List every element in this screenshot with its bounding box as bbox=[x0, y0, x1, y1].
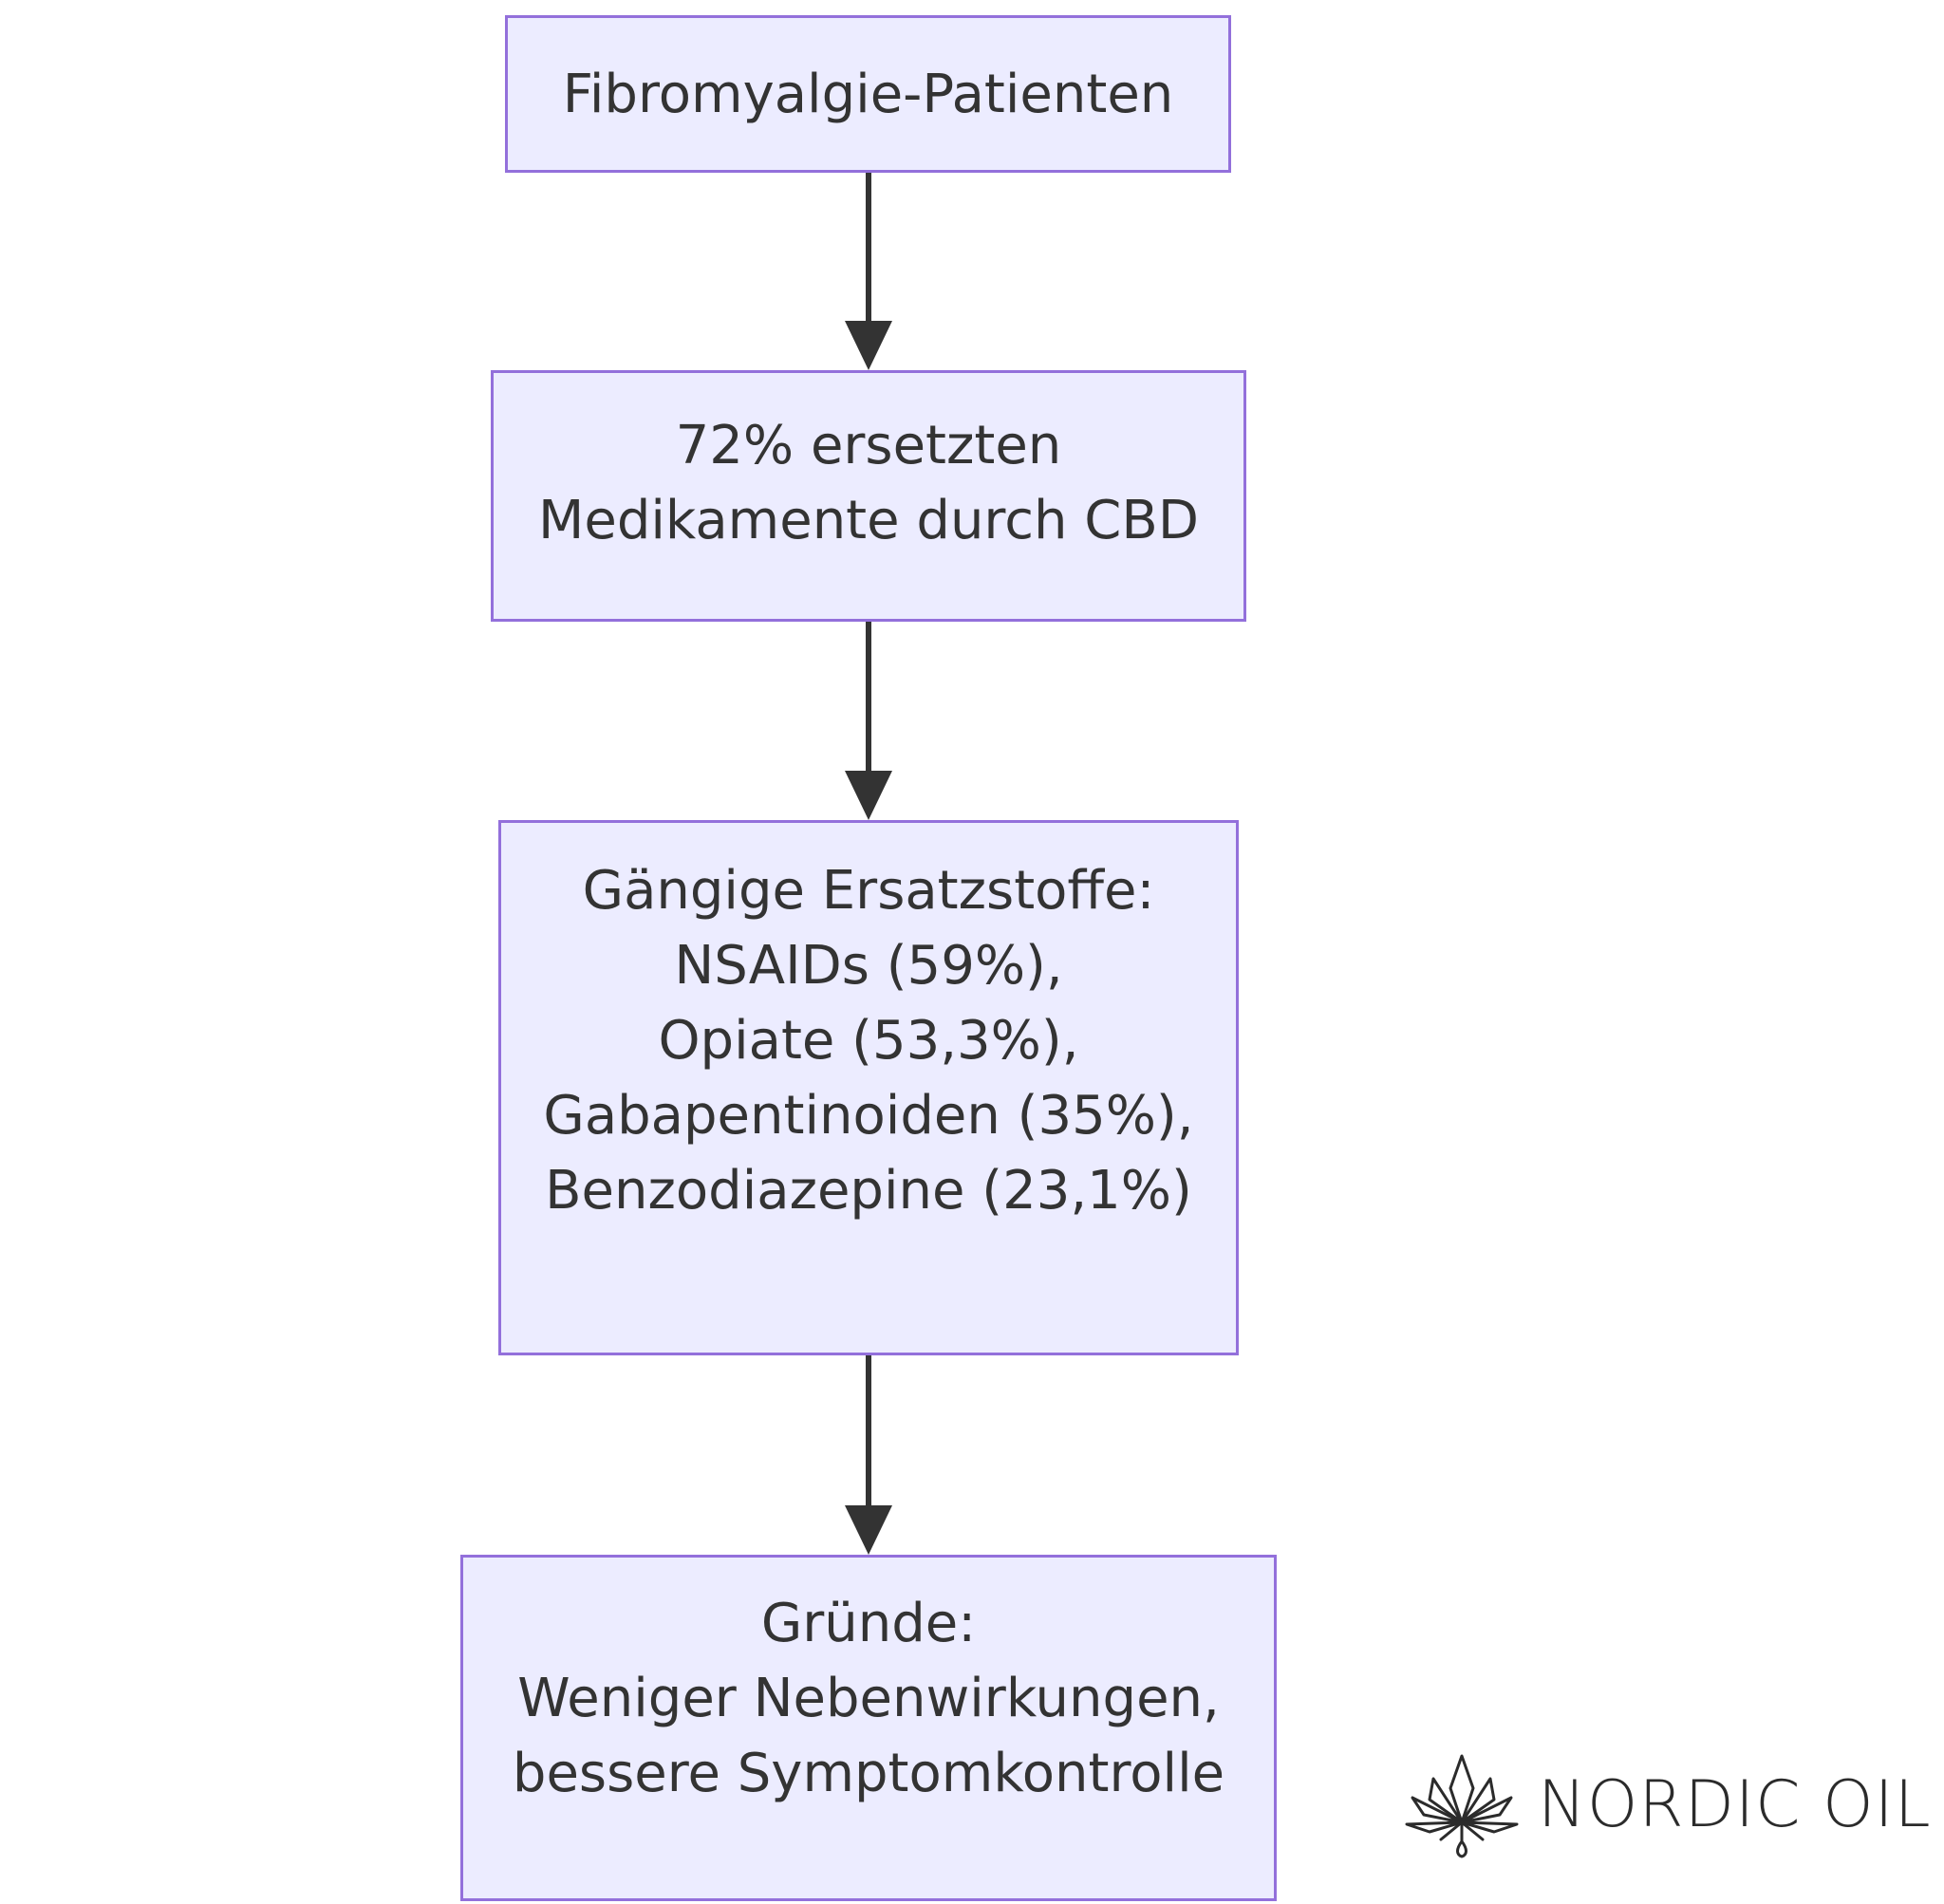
brand-logo: NORDIC OIL bbox=[1395, 1746, 1931, 1860]
node-fibromyalgie-patienten: Fibromyalgie-Patienten bbox=[505, 15, 1231, 173]
node-text-line: NSAIDs (59%), bbox=[674, 935, 1063, 997]
node-text-line: Opiate (53,3%), bbox=[658, 1010, 1079, 1072]
edge-n2-n3 bbox=[845, 622, 892, 820]
node-text-line: bessere Symptomkontrolle bbox=[512, 1743, 1225, 1804]
cannabis-leaf-icon bbox=[1405, 1754, 1519, 1858]
node-text-line: Gängige Ersatzstoffe: bbox=[582, 860, 1155, 922]
node-common-substitutes: Gängige Ersatzstoffe: NSAIDs (59%), Opia… bbox=[498, 820, 1239, 1355]
node-text-line: Fibromyalgie-Patienten bbox=[562, 63, 1174, 125]
node-text-line: 72% ersetzten bbox=[675, 414, 1062, 476]
node-text-line: Weniger Nebenwirkungen, bbox=[517, 1668, 1220, 1729]
edge-n1-n2 bbox=[845, 173, 892, 370]
node-text-line: Gründe: bbox=[760, 1593, 977, 1654]
node-reasons: Gründe: Weniger Nebenwirkungen, bessere … bbox=[460, 1555, 1277, 1901]
brand-name: NORDIC OIL bbox=[1538, 1767, 1932, 1842]
node-medication-replacement: 72% ersetzten Medikamente durch CBD bbox=[491, 370, 1246, 622]
edge-n3-n4 bbox=[845, 1355, 892, 1555]
node-text-line: Benzodiazepine (23,1%) bbox=[545, 1160, 1192, 1222]
node-text-line: Medikamente durch CBD bbox=[538, 489, 1199, 551]
node-text-line: Gabapentinoiden (35%), bbox=[543, 1085, 1194, 1147]
